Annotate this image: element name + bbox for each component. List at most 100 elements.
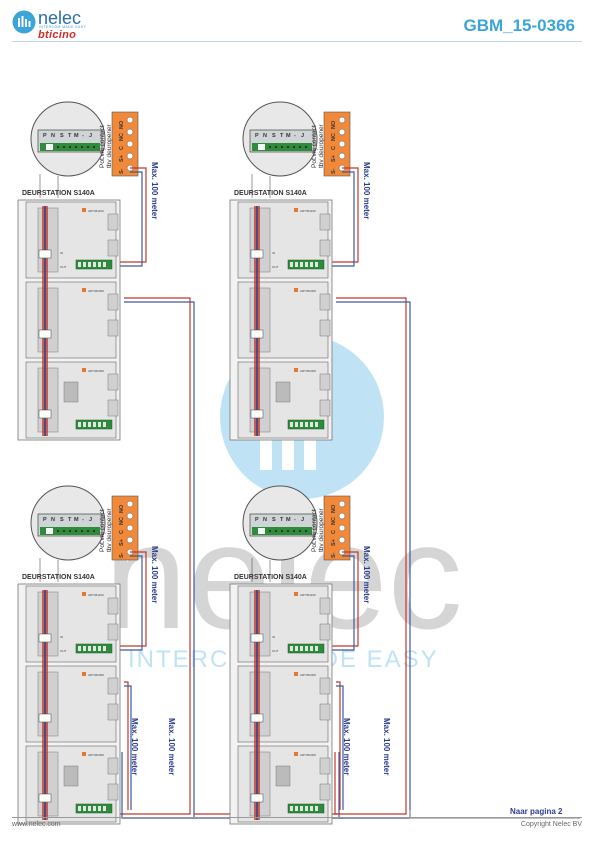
relay-label-s-minus: S- [331,552,337,558]
station-3: P N S T M - J 3 S- S+ C NC NO Pot.vrij c… [229,485,371,825]
module-in-label: IN [272,635,275,639]
module-code-1: ART351100 [88,209,104,213]
module-code-3: ART352000 [300,753,316,757]
zoom-label-m: M [74,133,79,139]
module-code-2: ART352000 [88,673,104,677]
contact-label-line2: tbv deuropener [106,123,113,168]
riser-length-label-left: Max. 100 meter [167,718,176,775]
contact-label-line1: Pot.vrij contact [99,125,106,168]
zoom-label-t: T [68,517,72,523]
zoom-label-n: N [51,517,55,523]
relay-label-s-plus: S+ [331,539,337,546]
relay-label-s-plus: S+ [331,155,337,162]
module-out-label: OUT [272,649,279,653]
station-title: DEURSTATION S140A [234,574,307,581]
contact-label-line1: Pot.vrij contact [311,125,318,168]
document-code: GBM_15-0366 [463,16,575,35]
zoom-label-s: S [272,517,276,523]
module-code-1: ART351100 [300,209,316,213]
contact-label-line2: tbv deuropener [106,507,113,552]
relay-label-no: NO [119,120,125,129]
zoom-label-dash: - [82,133,84,139]
zoom-label-j: J [301,133,304,139]
riser-length-label-right: Max. 100 meter [382,718,391,775]
relay-label-c: C [119,146,125,150]
contact-label-line2: tbv deuropener [318,123,325,168]
zoom-label-n: N [51,133,55,139]
next-page-link[interactable]: Naar pagina 2 [510,807,563,816]
zoom-label-dash: - [294,133,296,139]
zoom-label-dash: - [294,517,296,523]
contact-label-line1: Pot.vrij contact [99,509,106,552]
module-code-3: ART352000 [300,369,316,373]
logo-brand: bticino [38,29,77,41]
relay-label-s-plus: S+ [119,539,125,546]
zoom-label-j: J [89,133,92,139]
module-code-2: ART352000 [88,289,104,293]
zoom-label-m: M [286,133,291,139]
station-2: P N S T M - J 2 S- S+ C NC NO Pot.vrij c… [229,101,371,441]
nelec-logo-icon [12,10,36,34]
station-address: 3 [259,530,262,536]
zoom-label-p: P [255,517,259,523]
logo-tagline: INTERCOM MADE EASY [39,25,87,29]
relay-label-nc: NC [119,517,125,525]
module-in-label: IN [60,635,63,639]
station-address: 0 [47,146,50,152]
relay-label-c: C [331,530,337,534]
logo-wordmark: nelec [38,8,82,28]
relay-label-s-minus: S- [331,168,337,174]
module-code-2: ART352000 [300,289,316,293]
zoom-label-t: T [280,517,284,523]
station-address: 2 [259,146,262,152]
relay-label-no: NO [119,504,125,513]
zoom-label-p: P [255,133,259,139]
module-code-3: ART352000 [88,369,104,373]
relay-label-nc: NC [119,133,125,141]
footer-copyright: Copyright Nelec BV [520,821,582,828]
station-title: DEURSTATION S140A [234,190,307,197]
footer-url[interactable]: www.nelec.com [12,821,61,828]
module-code-1: ART351100 [88,593,104,597]
relay-label-s-minus: S- [119,168,125,174]
module-out-label: OUT [60,649,67,653]
contact-label-line2: tbv deuropener [318,507,325,552]
station-address: 1 [47,530,50,536]
wire-length-label: Max. 100 meter [150,546,159,603]
module-code-2: ART352000 [300,673,316,677]
zoom-label-j: J [89,517,92,523]
wire-length-label: Max. 100 meter [362,546,371,603]
station-title: DEURSTATION S140A [22,190,95,197]
relay-label-s-plus: S+ [119,155,125,162]
contact-label-line1: Pot.vrij contact [311,509,318,552]
zoom-label-t: T [280,133,284,139]
footer-divider [12,817,582,818]
relay-label-no: NO [331,120,337,129]
module-in-label: IN [60,251,63,255]
wire-length-label: Max. 100 meter [150,162,159,219]
relay-label-c: C [331,146,337,150]
module-out-label: OUT [272,265,279,269]
zoom-label-p: P [43,517,47,523]
zoom-label-n: N [263,133,267,139]
header-divider [12,41,582,42]
station-1: P N S T M - J 1 S- S+ C NC NO Pot.vrij c… [17,485,159,825]
relay-label-nc: NC [331,517,337,525]
module-code-3: ART352000 [88,753,104,757]
station-0: P N S T M - J 0 S- S+ C NC NO Pot.vrij c… [17,101,159,441]
zoom-label-j: J [301,517,304,523]
zoom-label-dash: - [82,517,84,523]
zoom-label-n: N [263,517,267,523]
zoom-label-s: S [60,133,64,139]
zoom-label-m: M [74,517,79,523]
module-out-label: OUT [60,265,67,269]
relay-label-nc: NC [331,133,337,141]
zoom-label-t: T [68,133,72,139]
zoom-label-p: P [43,133,47,139]
wire-length-label: Max. 100 meter [362,162,371,219]
zoom-label-m: M [286,517,291,523]
bus-length-label: Max. 100 meter [130,718,139,775]
module-code-1: ART351100 [300,593,316,597]
module-in-label: IN [272,251,275,255]
